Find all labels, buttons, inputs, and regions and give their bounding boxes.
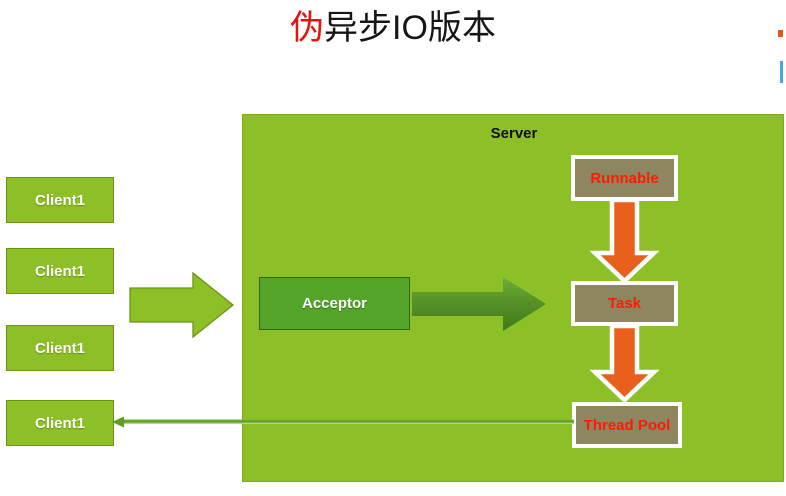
client-box-1[interactable]: Client1 — [6, 177, 114, 223]
page-title: 伪异步IO版本 — [0, 6, 786, 50]
client-box-2[interactable]: Client1 — [6, 248, 114, 294]
block-arrow-right-icon — [129, 271, 235, 339]
client-box-3[interactable]: Client1 — [6, 325, 114, 371]
thread-pool-box[interactable]: Thread Pool — [572, 402, 682, 448]
runnable-box[interactable]: Runnable — [571, 155, 678, 201]
title-rest-text: 异步IO版本 — [324, 9, 496, 47]
acceptor-box[interactable]: Acceptor — [259, 277, 410, 330]
edge-mark-orange — [778, 30, 783, 37]
edge-mark-blue — [780, 61, 783, 83]
task-box[interactable]: Task — [571, 281, 678, 326]
title-accent-char: 伪 — [290, 9, 325, 47]
server-label: Server — [490, 125, 538, 142]
client-box-4[interactable]: Client1 — [6, 400, 114, 446]
